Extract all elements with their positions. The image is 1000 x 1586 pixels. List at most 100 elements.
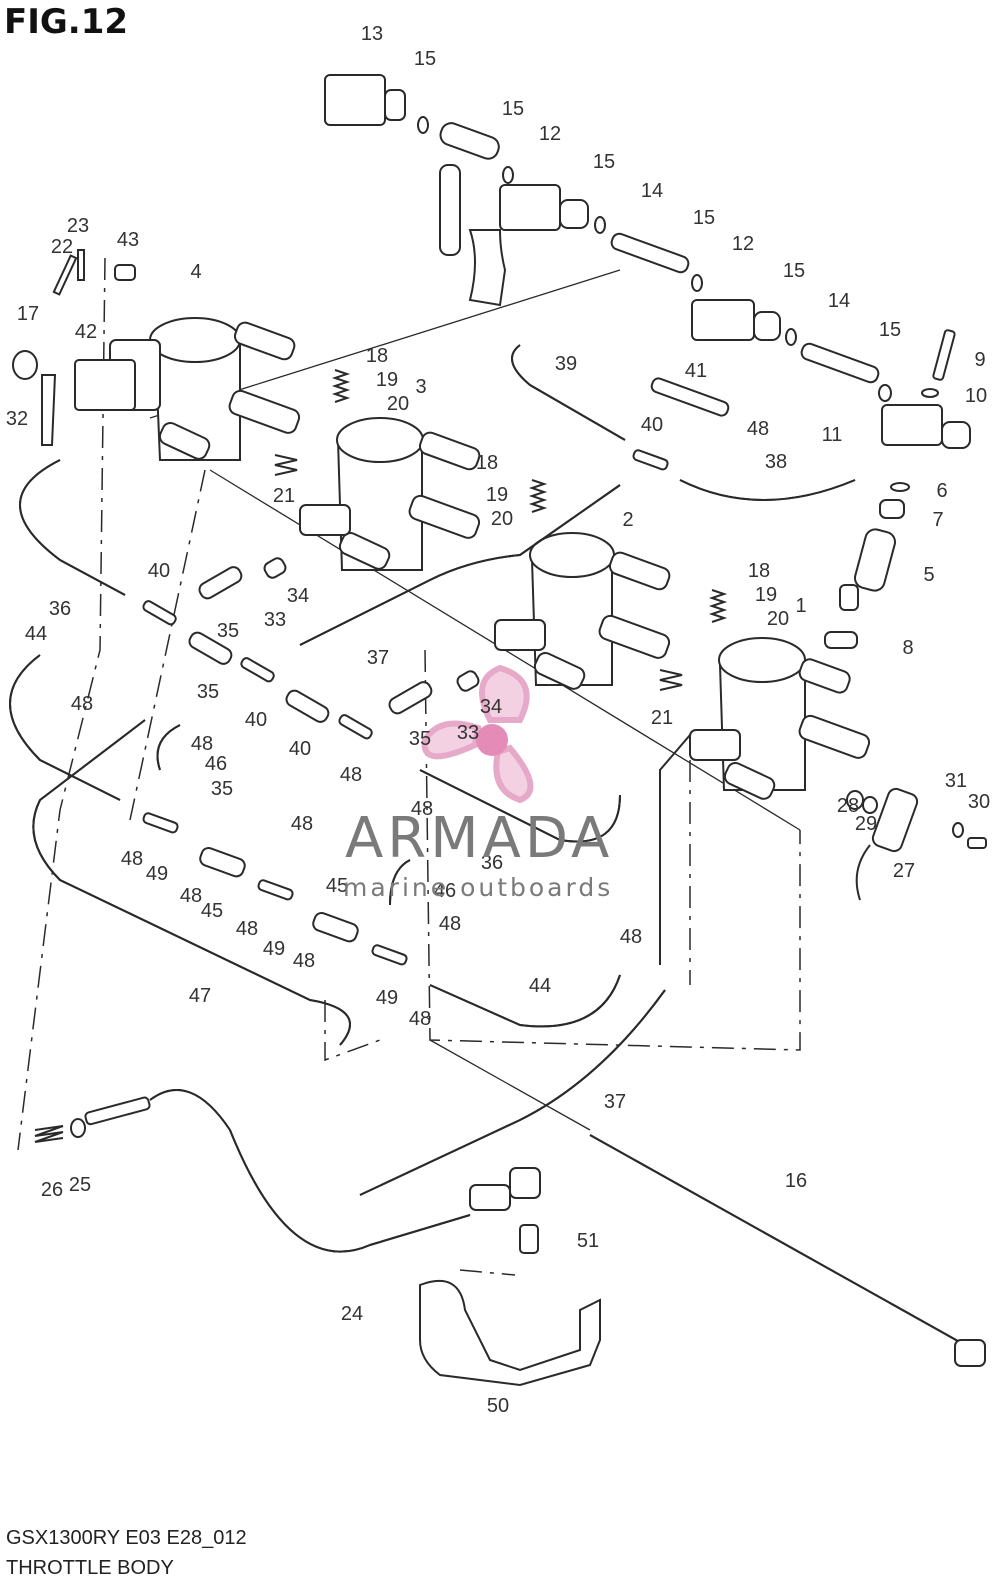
part-label-48: 48 bbox=[411, 798, 433, 820]
part-label-18: 18 bbox=[748, 560, 770, 582]
springs bbox=[34, 369, 728, 1143]
part-label-24: 24 bbox=[341, 1303, 363, 1325]
part-label-17: 17 bbox=[17, 303, 39, 325]
part-label-5: 5 bbox=[923, 564, 934, 586]
part-label-25: 25 bbox=[69, 1174, 91, 1196]
part-label-48: 48 bbox=[236, 918, 258, 940]
throttle-body-3 bbox=[299, 417, 481, 571]
part-label-40: 40 bbox=[289, 738, 311, 760]
part-label-41: 41 bbox=[685, 360, 707, 382]
part-label-48: 48 bbox=[409, 1008, 431, 1030]
part-label-35: 35 bbox=[197, 681, 219, 703]
part-label-21: 21 bbox=[273, 485, 295, 507]
part-label-34: 34 bbox=[480, 696, 502, 718]
part-label-48: 48 bbox=[191, 733, 213, 755]
part-label-26: 26 bbox=[41, 1179, 63, 1201]
part-label-40: 40 bbox=[641, 414, 663, 436]
part-label-46: 46 bbox=[205, 753, 227, 775]
model-code: GSX1300RY E03 E28_012 bbox=[6, 1527, 247, 1549]
part-label-43: 43 bbox=[117, 229, 139, 251]
part-label-49: 49 bbox=[146, 863, 168, 885]
part-label-33: 33 bbox=[457, 722, 479, 744]
part-label-18: 18 bbox=[476, 452, 498, 474]
part-label-48: 48 bbox=[291, 813, 313, 835]
long-bolt bbox=[589, 1134, 986, 1367]
part-label-48: 48 bbox=[293, 950, 315, 972]
part-label-40: 40 bbox=[245, 709, 267, 731]
sensor bbox=[846, 787, 987, 853]
part-label-2: 2 bbox=[622, 509, 633, 531]
fuel-rail bbox=[324, 74, 971, 449]
part-label-50: 50 bbox=[487, 1395, 509, 1417]
part-label-18: 18 bbox=[366, 345, 388, 367]
watermark-tagline: marine outboards bbox=[343, 873, 614, 902]
part-label-4: 4 bbox=[190, 261, 201, 283]
assembly-lines bbox=[17, 257, 801, 1276]
part-label-10: 10 bbox=[965, 385, 987, 407]
throttle-body-1 bbox=[689, 637, 871, 800]
part-label-15: 15 bbox=[593, 151, 615, 173]
part-label-16: 16 bbox=[785, 1170, 807, 1192]
part-label-37: 37 bbox=[604, 1091, 626, 1113]
part-label-3: 3 bbox=[415, 376, 426, 398]
part-label-15: 15 bbox=[879, 319, 901, 341]
part-label-11: 11 bbox=[822, 424, 843, 446]
part-label-19: 19 bbox=[486, 484, 508, 506]
part-label-14: 14 bbox=[641, 180, 663, 202]
part-label-49: 49 bbox=[263, 938, 285, 960]
part-label-35: 35 bbox=[217, 620, 239, 642]
part-label-31: 31 bbox=[945, 770, 967, 792]
part-label-33: 33 bbox=[264, 609, 286, 631]
part-label-37: 37 bbox=[367, 647, 389, 669]
part-label-15: 15 bbox=[693, 207, 715, 229]
part-label-32: 32 bbox=[6, 408, 28, 430]
part-label-22: 22 bbox=[51, 236, 73, 258]
part-label-34: 34 bbox=[287, 585, 309, 607]
part-label-7: 7 bbox=[932, 509, 943, 531]
part-label-19: 19 bbox=[376, 369, 398, 391]
part-label-15: 15 bbox=[414, 48, 436, 70]
part-label-44: 44 bbox=[25, 623, 47, 645]
figure-subtitle: THROTTLE BODY bbox=[6, 1557, 174, 1579]
joints bbox=[142, 377, 730, 966]
part-label-48: 48 bbox=[747, 418, 769, 440]
part-label-46: 46 bbox=[434, 880, 456, 902]
part-label-36: 36 bbox=[49, 598, 71, 620]
part-label-48: 48 bbox=[340, 764, 362, 786]
part-label-9: 9 bbox=[974, 349, 985, 371]
part-label-30: 30 bbox=[968, 791, 990, 813]
bracket-assembly bbox=[12, 249, 136, 446]
hoses bbox=[9, 344, 871, 1196]
part-label-20: 20 bbox=[491, 508, 513, 530]
part-label-14: 14 bbox=[828, 290, 850, 312]
part-label-1: 1 bbox=[795, 595, 806, 617]
fuel-injector bbox=[824, 482, 910, 649]
part-label-35: 35 bbox=[211, 778, 233, 800]
part-label-13: 13 bbox=[361, 23, 383, 45]
part-label-44: 44 bbox=[529, 975, 551, 997]
part-label-21: 21 bbox=[651, 707, 673, 729]
part-label-49: 49 bbox=[376, 987, 398, 1009]
part-label-48: 48 bbox=[71, 693, 93, 715]
throttle-body-2 bbox=[494, 532, 671, 690]
part-label-38: 38 bbox=[765, 451, 787, 473]
part-label-12: 12 bbox=[732, 233, 754, 255]
part-label-20: 20 bbox=[387, 393, 409, 415]
part-label-28: 28 bbox=[837, 795, 859, 817]
part-label-23: 23 bbox=[67, 215, 89, 237]
part-label-15: 15 bbox=[783, 260, 805, 282]
part-label-29: 29 bbox=[855, 813, 877, 835]
part-label-47: 47 bbox=[189, 985, 211, 1007]
part-label-20: 20 bbox=[767, 608, 789, 630]
part-label-45: 45 bbox=[201, 900, 223, 922]
part-label-51: 51 bbox=[577, 1230, 599, 1252]
part-label-42: 42 bbox=[75, 321, 97, 343]
throttle-cable bbox=[70, 1089, 601, 1387]
part-label-48: 48 bbox=[121, 848, 143, 870]
part-label-35: 35 bbox=[409, 728, 431, 750]
part-label-48: 48 bbox=[439, 913, 461, 935]
part-label-40: 40 bbox=[148, 560, 170, 582]
figure-title: FIG.12 bbox=[4, 2, 129, 42]
